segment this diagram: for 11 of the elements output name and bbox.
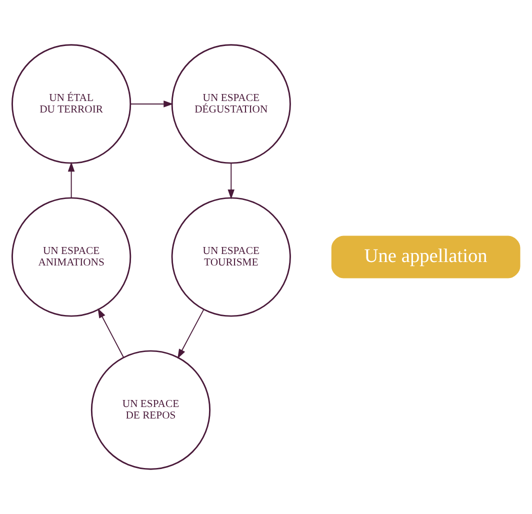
arrow	[228, 162, 235, 200]
node-circle: UN ESPACE DÉGUSTATION	[171, 44, 291, 164]
node-circle: UN ÉTAL DU TERROIR	[12, 44, 132, 164]
node-circle: UN ESPACE DE REPOS	[90, 350, 211, 470]
arrow	[98, 308, 124, 358]
arrow	[130, 100, 174, 108]
node-circle: UN ESPACE ANIMATIONS	[12, 197, 132, 317]
node-circle: UN ESPACE TOURISME	[171, 197, 291, 317]
arrow	[68, 162, 75, 198]
node-box: Une appellation	[331, 236, 520, 278]
arrow	[178, 309, 204, 359]
